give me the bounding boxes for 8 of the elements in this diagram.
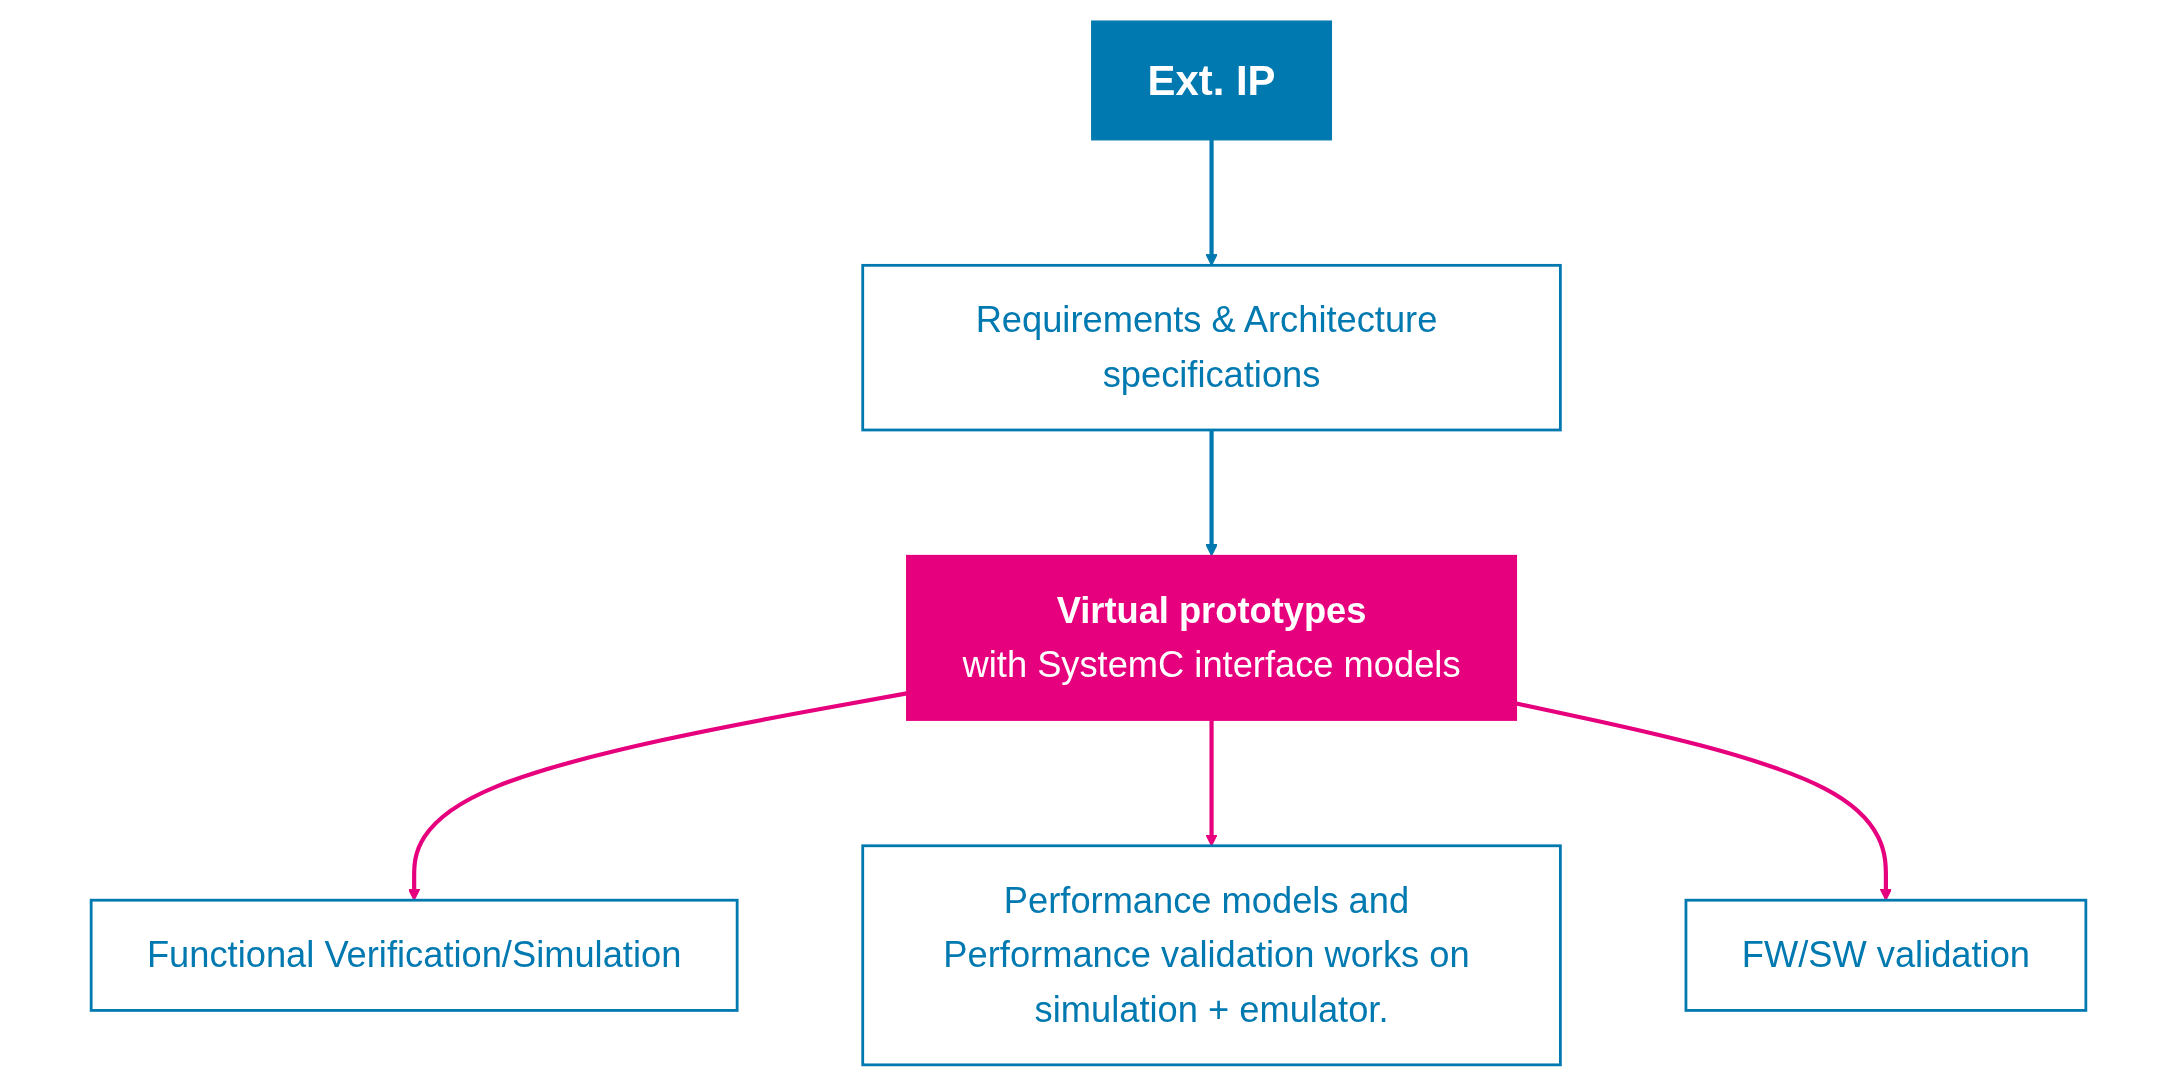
node-box: Requirements & Architecture specifications [861, 263, 1562, 432]
node-box: Functional Verification/Simulation [89, 898, 739, 1012]
node-box: Virtual prototypes with SystemC interface models [906, 554, 1518, 721]
node-box: Ext. IP [1091, 20, 1333, 141]
arrow [1205, 430, 1218, 557]
node-box: FW/SW validation [1684, 898, 2088, 1012]
node-box: Performance models and Performance validation works on simulation + emulator. [861, 844, 1562, 1067]
arrow [1205, 139, 1218, 266]
